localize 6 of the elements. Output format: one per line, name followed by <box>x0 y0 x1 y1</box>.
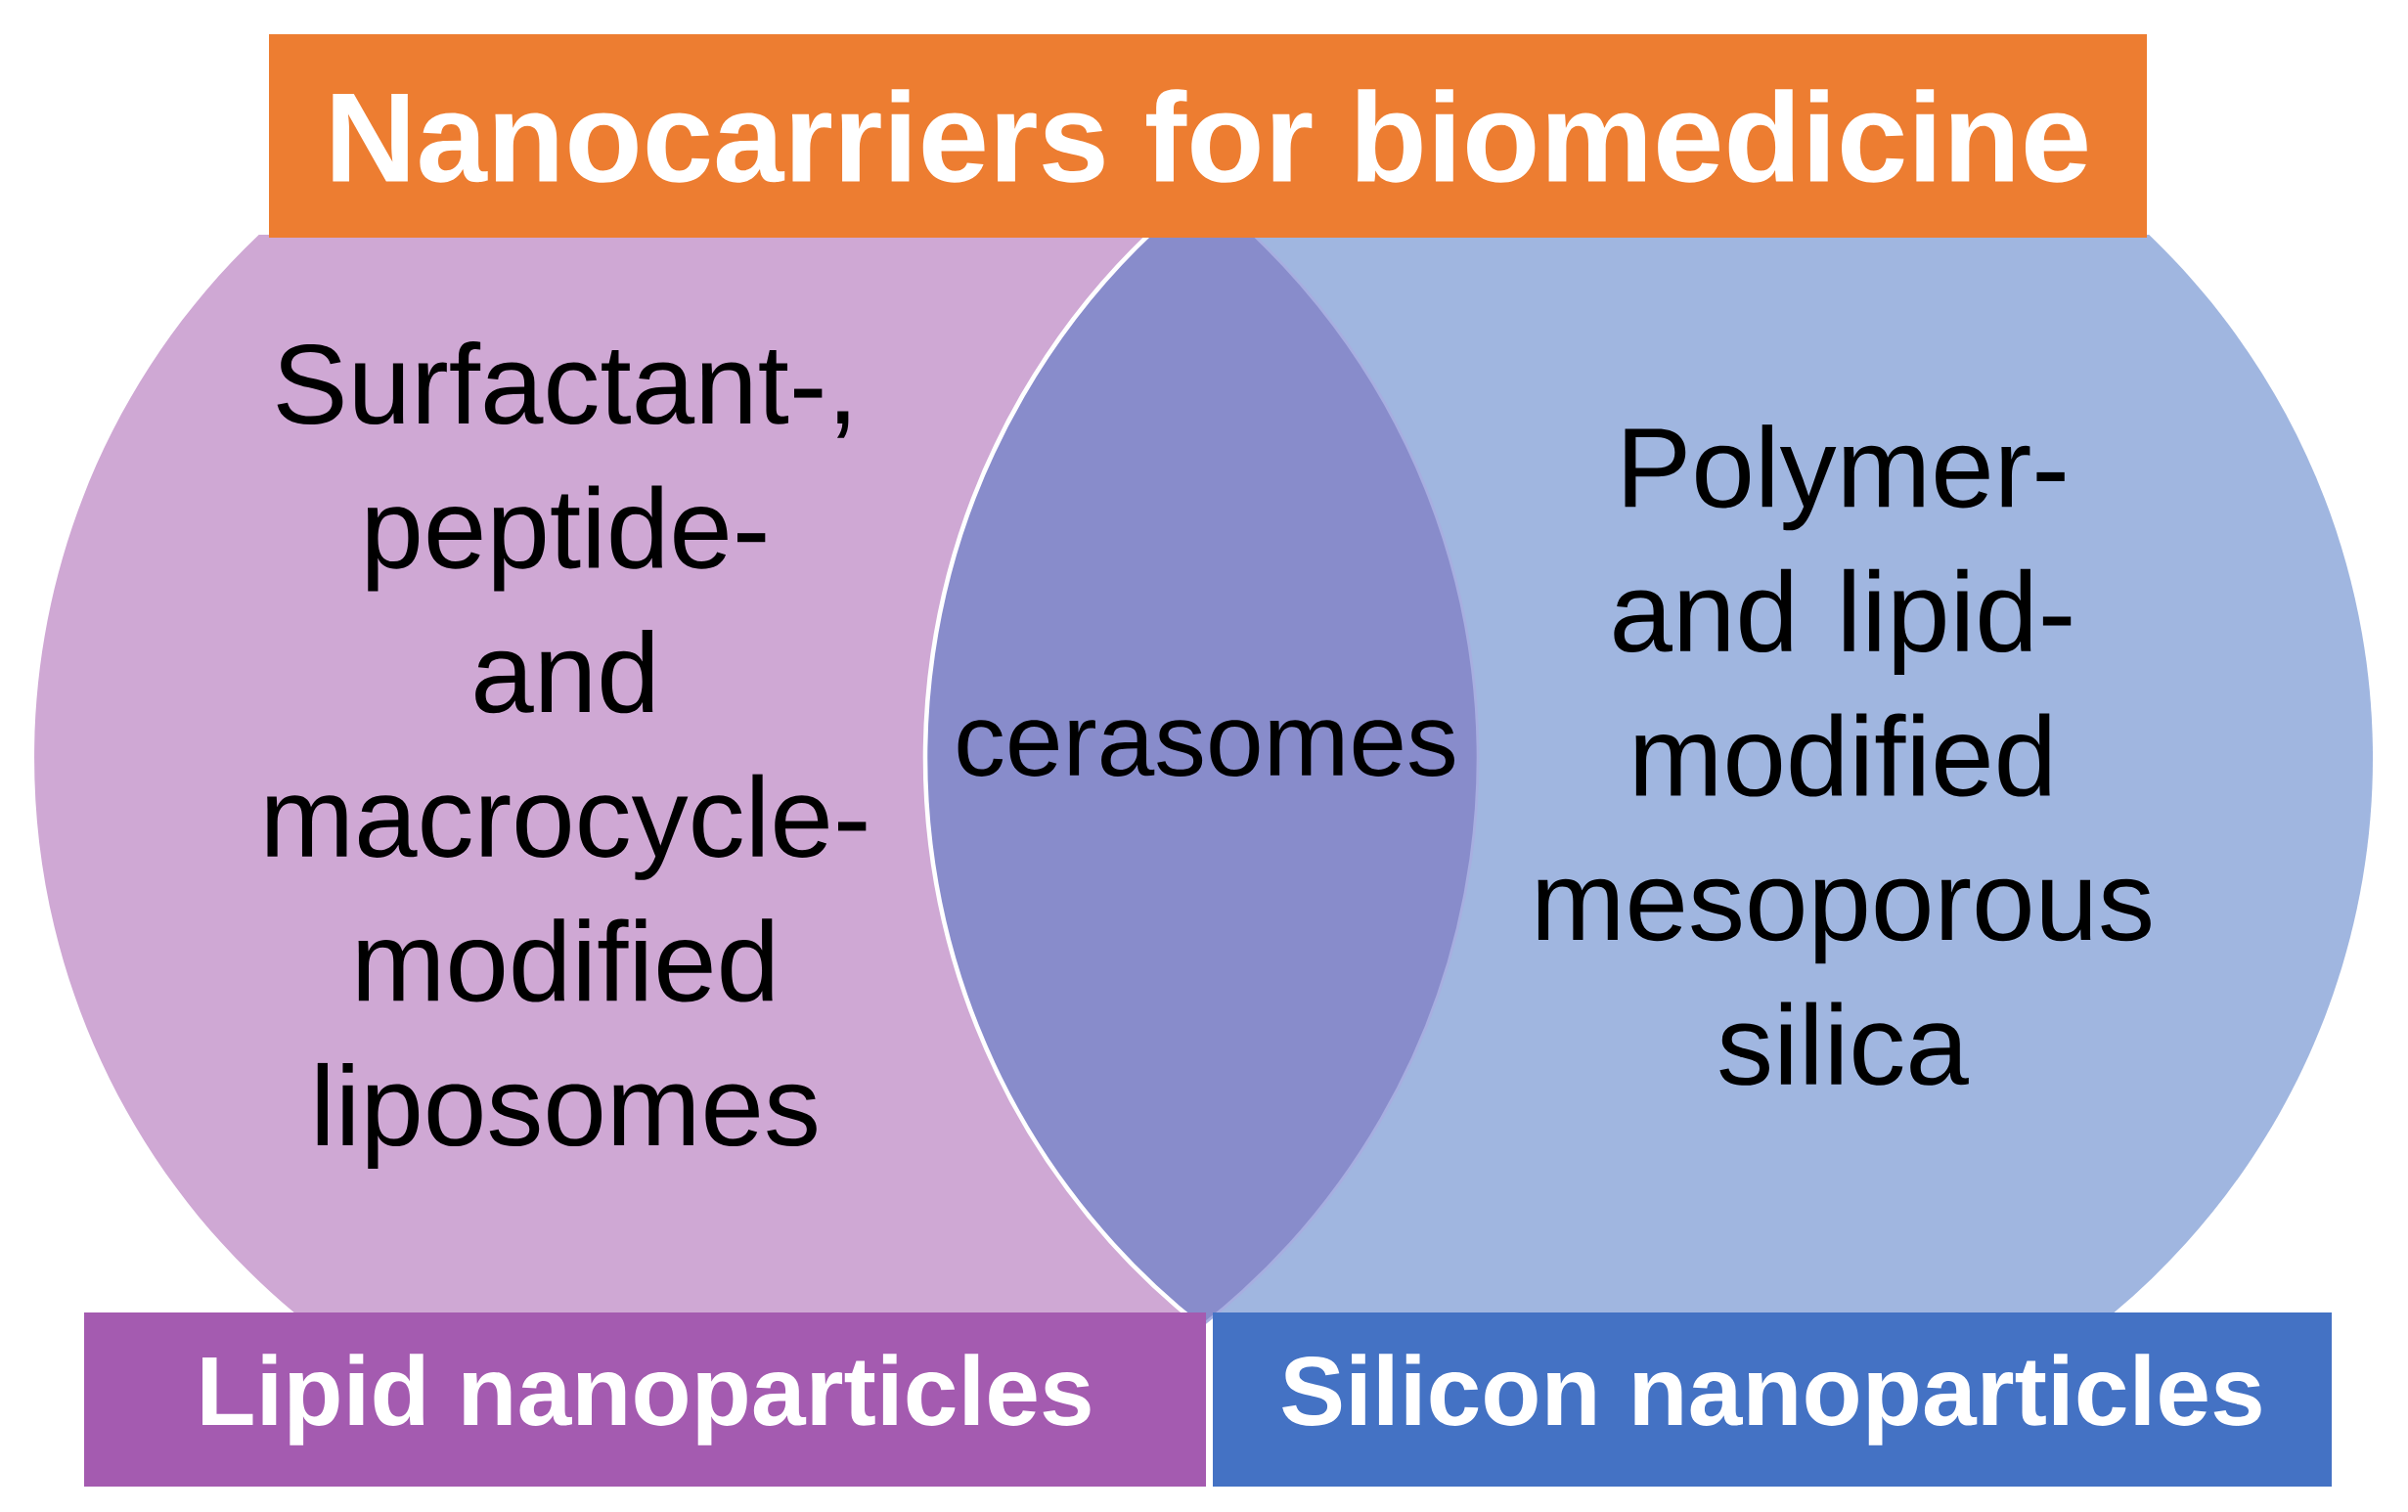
title-banner: Nanocarriers for biomedicine <box>269 34 2147 238</box>
category-bar: Lipid nanoparticles <box>84 1312 1206 1487</box>
set-description: Surfactant-, peptide- and macrocycle- modified liposomes <box>267 340 867 1170</box>
overlap-label: cerasomes <box>958 720 1454 777</box>
category-bar: Silicon nanoparticles <box>1213 1312 2332 1487</box>
set-description: Polymer- and lipid- modified mesoporous silica <box>1538 424 2151 1086</box>
